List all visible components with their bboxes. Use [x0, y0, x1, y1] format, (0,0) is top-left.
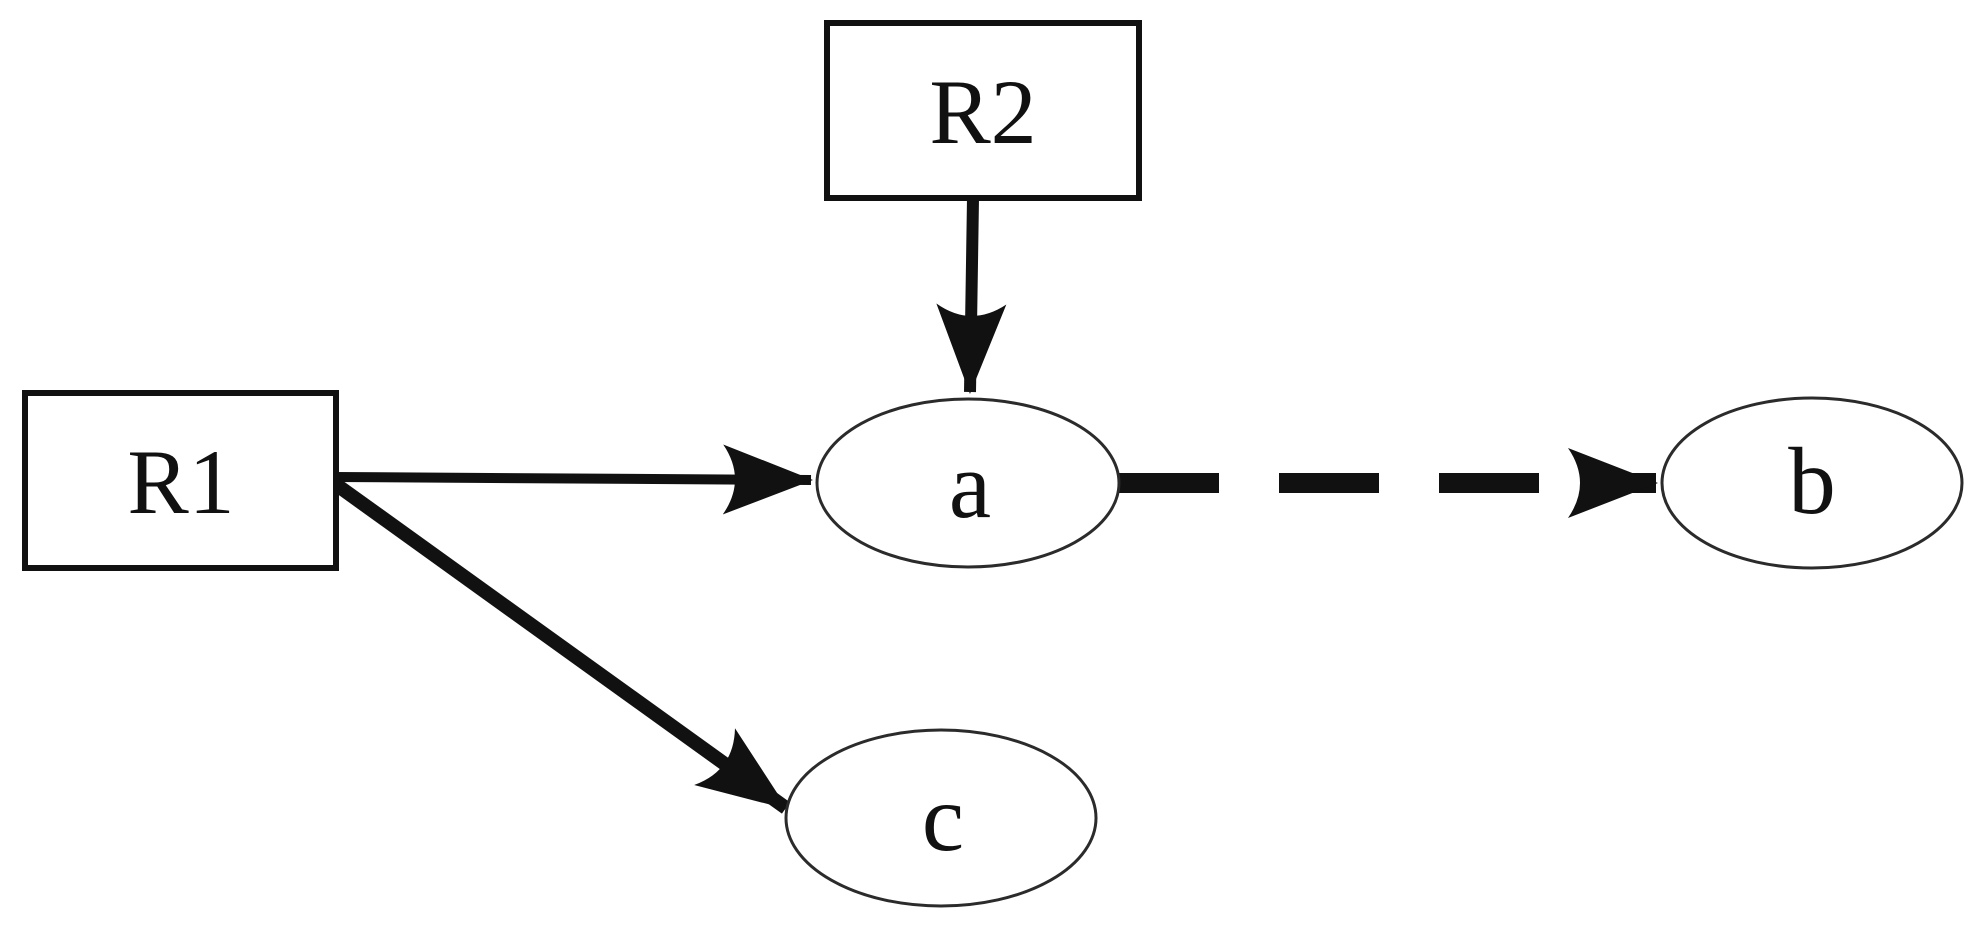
node-a-label: a — [949, 432, 991, 538]
node-r1-box — [22, 390, 339, 571]
node-r2: R2 — [824, 20, 1142, 201]
node-c-label: c — [922, 765, 964, 871]
node-c-ellipse — [784, 728, 1098, 908]
node-a: a — [815, 397, 1121, 569]
node-b: b — [1660, 396, 1964, 570]
node-a-ellipse — [815, 397, 1121, 569]
node-r1: R1 — [22, 390, 339, 571]
edge-r1-to-a-arrow — [333, 444, 813, 515]
edge-r1-to-c-arrow — [329, 477, 791, 814]
node-r2-label: R2 — [929, 61, 1036, 163]
node-r2-box — [824, 20, 1142, 201]
node-b-label: b — [1788, 428, 1836, 534]
node-r1-label: R1 — [127, 431, 234, 533]
node-b-ellipse — [1660, 396, 1964, 570]
node-c: c — [784, 728, 1098, 908]
edge-r2-to-a-arrow — [936, 197, 1007, 394]
